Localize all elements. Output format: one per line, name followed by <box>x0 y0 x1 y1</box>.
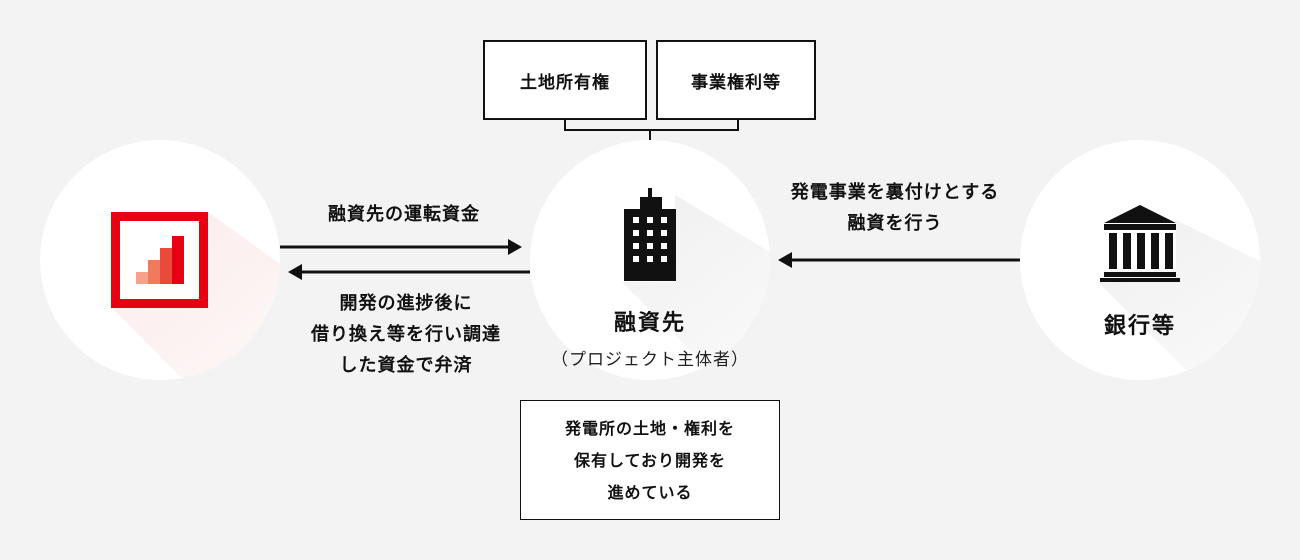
bank-label: 銀行等 <box>1103 314 1176 339</box>
bank-icon <box>1100 205 1180 282</box>
company-logo-icon <box>111 212 208 308</box>
borrower-label: 融資先 <box>613 311 686 336</box>
land-ownership-box: 土地所有権 <box>483 40 647 120</box>
business-rights-label: 事業権利等 <box>691 72 781 93</box>
note-box: 発電所の土地・権利を 保有しており開発を 進めている <box>520 400 780 520</box>
land-ownership-label: 土地所有権 <box>520 72 610 93</box>
note-text: 発電所の土地・権利を 保有しており開発を 進めている <box>564 419 735 502</box>
arrow-right-head <box>508 239 522 255</box>
arrow-left-head <box>288 264 302 280</box>
business-rights-box: 事業権利等 <box>656 40 816 120</box>
arrow-left-text: 開発の進捗後に 借り換え等を行い調達 した資金で弁済 <box>311 293 501 376</box>
borrower-sublabel: （プロジェクト主体者） <box>551 350 749 370</box>
building-icon <box>624 188 676 281</box>
arrow-bank-head <box>778 252 792 268</box>
arrow-right-text: 融資先の運転資金 <box>328 204 480 225</box>
bank-arrow-text: 発電事業を裏付けとする 融資を行う <box>790 182 1000 234</box>
